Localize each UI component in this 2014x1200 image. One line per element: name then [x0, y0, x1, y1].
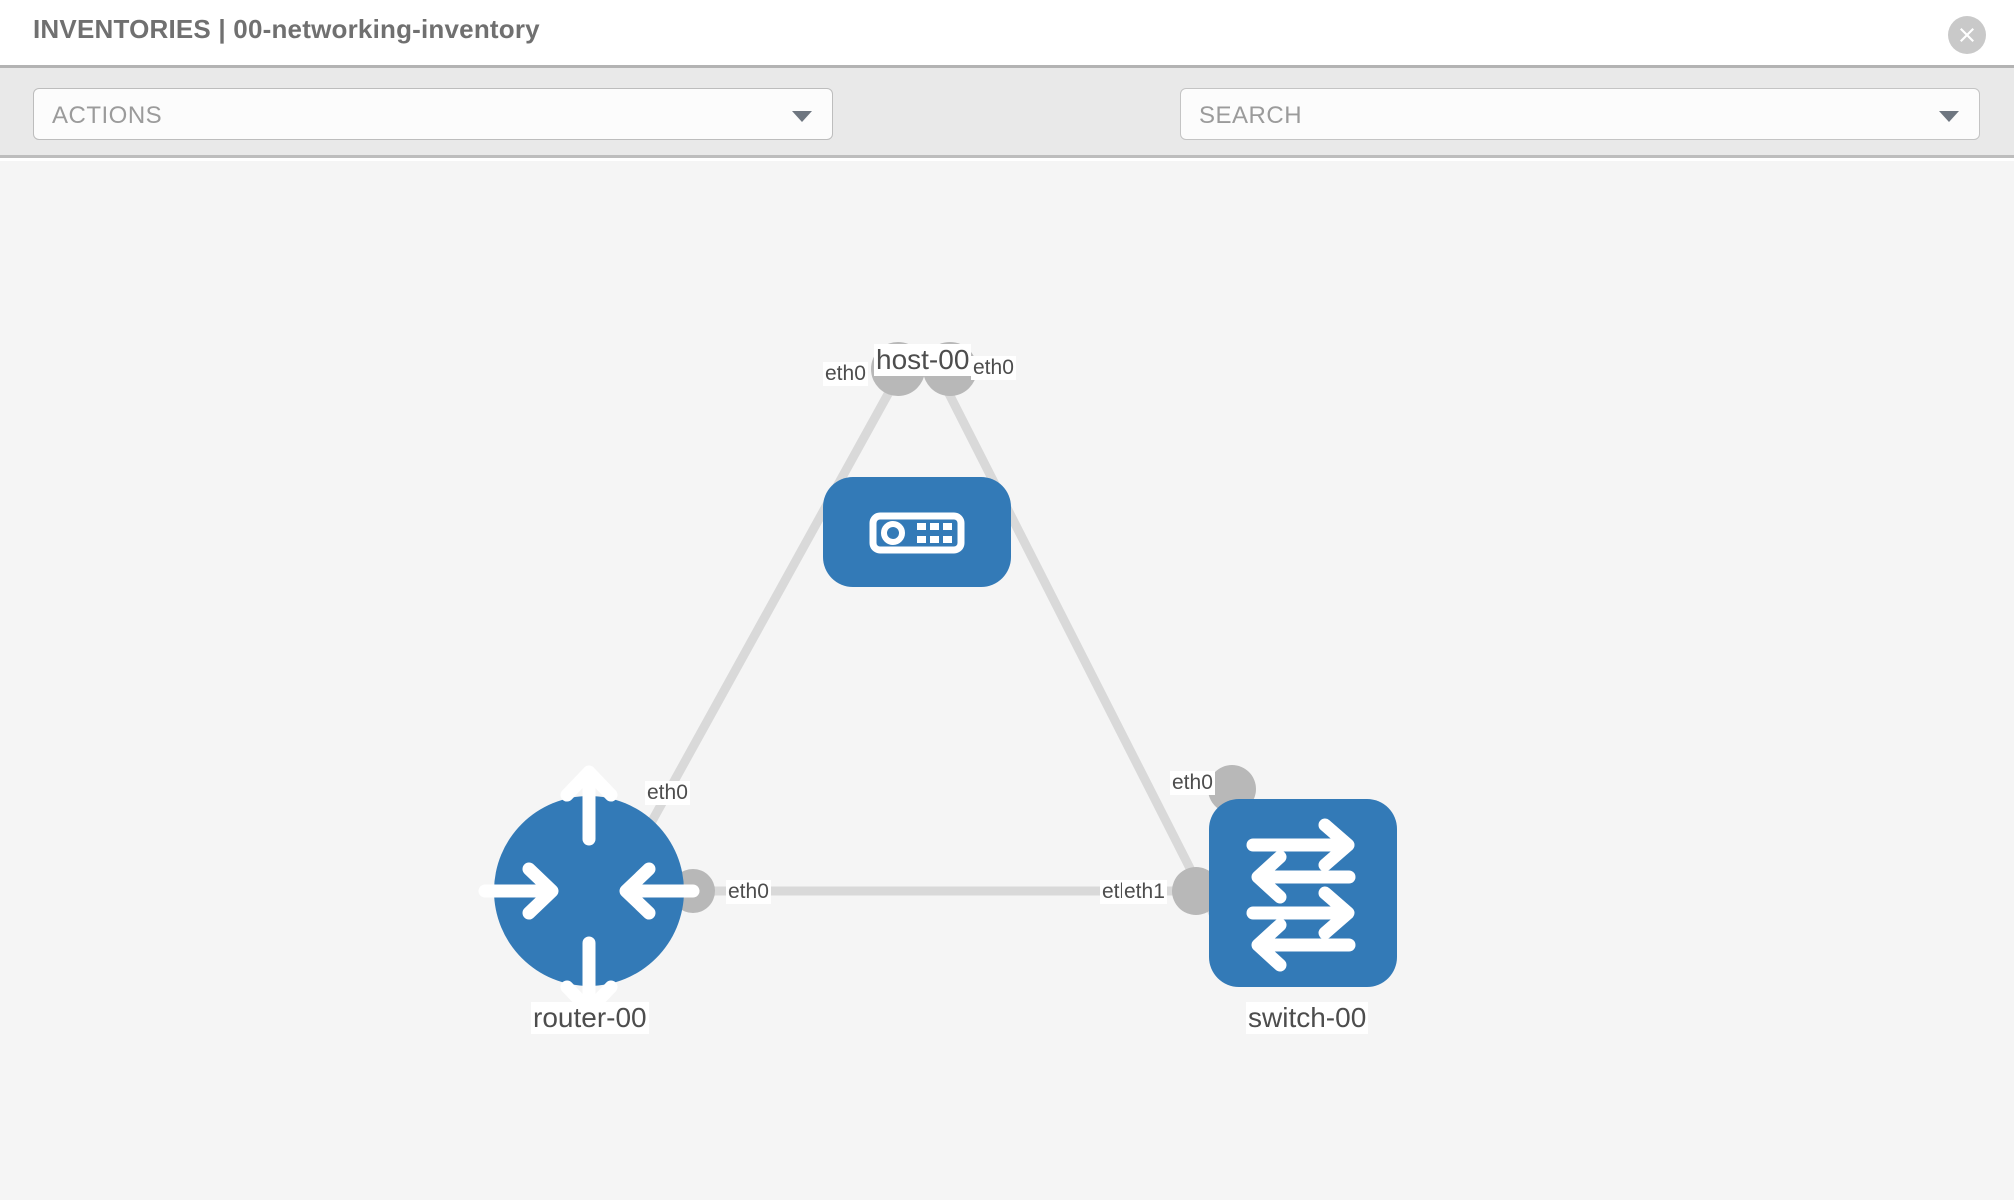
node-switch-00: [1209, 799, 1397, 987]
chevron-down-icon: [792, 111, 812, 122]
node-label-switch-00: switch-00: [1246, 1002, 1369, 1034]
search-placeholder: SEARCH: [1199, 102, 1303, 129]
node-host-00: [823, 477, 1011, 587]
close-icon[interactable]: [1948, 16, 1986, 54]
toolbar: ACTIONS SEARCH: [0, 68, 2014, 201]
iface-label-host-left: eth0: [823, 362, 868, 386]
node-label-host-00: host-00: [874, 344, 972, 376]
page-title: INVENTORIES | 00-networking-inventory: [33, 14, 540, 44]
link-host-router: [625, 371, 903, 866]
iface-label-router-up: eth0: [645, 781, 690, 805]
port-switch-left: [1172, 867, 1220, 915]
topology-canvas[interactable]: host-00 router-00 switch-00 eth0 eth0 et…: [0, 161, 2014, 1200]
page-header: INVENTORIES | 00-networking-inventory: [0, 0, 2014, 68]
link-host-switch: [935, 371, 1237, 956]
actions-dropdown-label: ACTIONS: [52, 102, 163, 129]
iface-label-host-right: eth0: [971, 356, 1016, 380]
iface-label-router-right: eth0: [726, 880, 771, 904]
search-input[interactable]: SEARCH: [1180, 88, 1980, 140]
iface-label-switch-up: eth0: [1170, 771, 1215, 795]
topology-graph: [478, 342, 1397, 1017]
iface-label-switch-left: eth1: [1122, 880, 1167, 904]
node-label-router-00: router-00: [531, 1002, 649, 1034]
actions-dropdown[interactable]: ACTIONS: [33, 88, 833, 140]
chevron-down-icon[interactable]: [1939, 111, 1959, 122]
